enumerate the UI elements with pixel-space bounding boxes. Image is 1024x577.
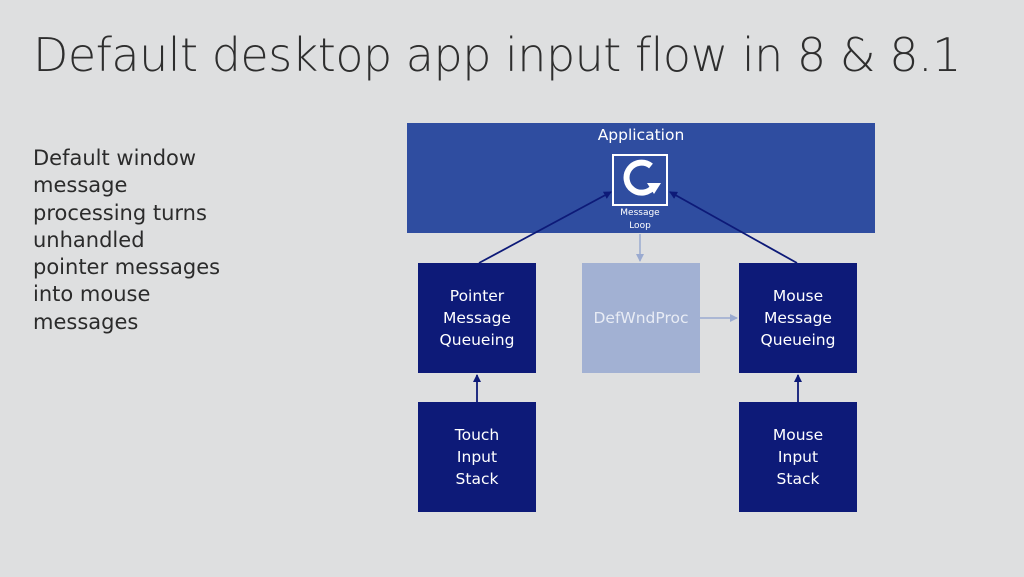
- mouse-message-queueing-box: Mouse Message Queueing: [739, 263, 857, 373]
- description-line: unhandled: [33, 227, 145, 252]
- description-line: processing turns: [33, 200, 207, 225]
- refresh-loop-icon: [612, 154, 668, 206]
- description-line: pointer messages: [33, 255, 221, 280]
- arrow-mouse-queue-to-loop: [669, 191, 798, 264]
- application-title: Application: [597, 126, 685, 144]
- slide-title: Default desktop app input flow in 8 & 8.…: [33, 28, 961, 82]
- defwndproc-label: DefWndProc: [593, 309, 689, 327]
- arrow-pointer-to-loop: [478, 191, 612, 264]
- touch-input-stack-label: Touch Input Stack: [454, 426, 500, 488]
- description-line: messages: [33, 309, 139, 334]
- description-line: message: [33, 173, 128, 198]
- slide-description: Default window message processing turns …: [33, 145, 283, 336]
- application-box: Application: [407, 123, 875, 233]
- touch-input-stack-box: Touch Input Stack: [418, 402, 536, 512]
- description-line: Default window: [33, 146, 197, 170]
- message-loop-label: Message Loop: [620, 208, 660, 231]
- pointer-message-queueing-box: Pointer Message Queueing: [418, 263, 536, 373]
- pointer-message-queueing-label: Pointer Message Queueing: [439, 287, 515, 349]
- description-line: into mouse: [33, 282, 151, 307]
- mouse-input-stack-box: Mouse Input Stack: [739, 402, 857, 512]
- mouse-input-stack-label: Mouse Input Stack: [772, 426, 824, 488]
- mouse-message-queueing-label: Mouse Message Queueing: [760, 287, 836, 349]
- defwndproc-box: DefWndProc: [582, 263, 700, 373]
